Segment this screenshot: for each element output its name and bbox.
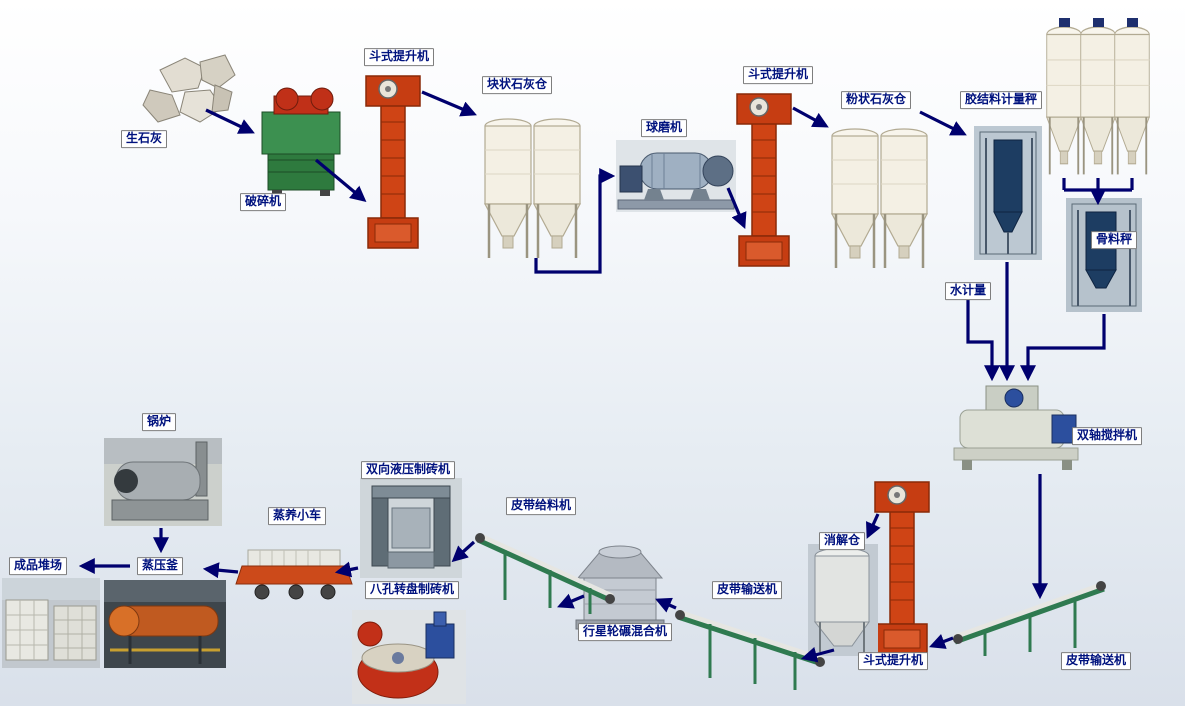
label-autoclave: 蒸压釜 <box>136 557 184 575</box>
label-rotary-brick-machine: 八孔转盘制砖机 <box>364 581 460 599</box>
label-product-yard: 成品堆场 <box>8 557 68 575</box>
bucket-elevator-3-illustration <box>874 481 930 655</box>
belt-feeder-illustration <box>475 532 615 614</box>
label-hydraulic-brick-machine: 双向液压制砖机 <box>360 461 456 479</box>
label-bucket-elevator-1: 斗式提升机 <box>363 48 435 66</box>
label-crusher: 破碎机 <box>239 193 287 211</box>
label-quicklime: 生石灰 <box>120 130 168 148</box>
label-ball-mill: 球磨机 <box>640 119 688 137</box>
label-belt-conveyor-right: 皮带输送机 <box>1060 652 1132 670</box>
label-lump-lime-silo: 块状石灰仓 <box>481 76 553 94</box>
label-binder-scale: 胶结料计量秤 <box>959 91 1043 109</box>
label-powder-lime-silo: 粉状石灰仓 <box>840 91 912 109</box>
belt-conveyor-mid-illustration <box>675 609 825 690</box>
storage-silos-illustration <box>1045 18 1151 176</box>
boiler-illustration <box>104 438 222 526</box>
rotary-brick-machine-illustration <box>352 610 466 704</box>
autoclave-illustration <box>104 580 226 668</box>
label-twin-shaft-mixer: 双轴搅拌机 <box>1071 427 1143 445</box>
bucket-elevator-1-illustration <box>365 75 421 249</box>
label-boiler: 锅炉 <box>141 413 177 431</box>
digestion-silo-illustration <box>808 544 878 656</box>
label-belt-conveyor-mid: 皮带输送机 <box>711 581 783 599</box>
curing-cart-illustration <box>235 549 353 600</box>
flow-arrows <box>78 90 1134 663</box>
aggregate-scale-illustration <box>1066 198 1142 312</box>
product-yard-illustration <box>2 578 100 668</box>
label-bucket-elevator-3: 斗式提升机 <box>857 652 929 670</box>
hydraulic-brick-machine-illustration <box>360 478 462 578</box>
ball-mill-illustration <box>616 140 736 212</box>
label-bucket-elevator-2: 斗式提升机 <box>742 66 814 84</box>
label-planetary-mixer: 行星轮碾混合机 <box>577 623 673 641</box>
label-water-meter: 水计量 <box>944 282 992 300</box>
twin-shaft-mixer-illustration <box>953 385 1079 470</box>
binder-scale-illustration <box>974 126 1042 260</box>
powder-lime-silos-illustration <box>830 127 929 270</box>
label-belt-feeder: 皮带给料机 <box>505 497 577 515</box>
lump-lime-silos-illustration <box>483 117 582 260</box>
label-curing-cart: 蒸养小车 <box>267 507 327 525</box>
quicklime-rocks-illustration <box>142 54 236 123</box>
crusher-illustration <box>261 87 341 196</box>
label-aggregate-scale: 骨料秤 <box>1090 231 1138 249</box>
label-digestion-silo: 消解仓 <box>818 532 866 550</box>
belt-conveyor-right-illustration <box>953 581 1106 656</box>
bucket-elevator-2-illustration <box>736 93 792 267</box>
